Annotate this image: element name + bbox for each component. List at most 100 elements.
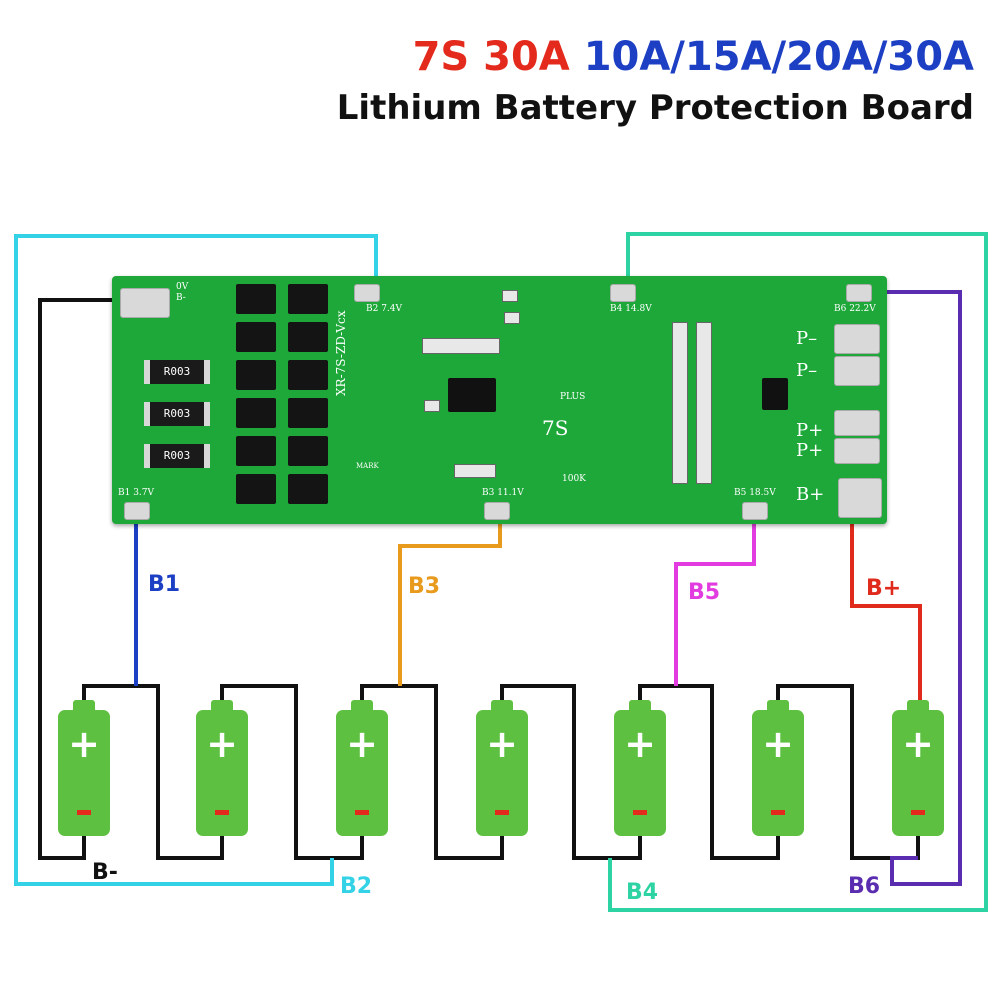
board-model-text: XR-7S-ZD-Vcx	[334, 310, 348, 397]
wire-b5	[674, 512, 756, 686]
pad-b-plus	[838, 478, 882, 518]
smd-component	[454, 464, 496, 478]
label-b2: B2	[340, 874, 373, 899]
battery-cell-4: +	[476, 700, 528, 836]
mosfet	[236, 398, 276, 428]
pad-label-b2: B2 7.4V	[366, 304, 403, 314]
pad-p-plus-1	[834, 410, 880, 436]
pad-label-b5: B5 18.5V	[734, 488, 776, 498]
smd-component	[672, 322, 688, 484]
out-label-b-plus: B+	[796, 484, 825, 505]
sense-resistor-1: R003	[144, 360, 210, 384]
mosfet	[288, 474, 328, 504]
wire-cell-link-2	[220, 684, 364, 860]
wire-cell-link-5	[638, 684, 780, 860]
minus-sign	[215, 810, 229, 815]
pad-p-plus-2	[834, 438, 880, 464]
battery-cell-3: +	[336, 700, 388, 836]
smd-component	[422, 338, 500, 354]
mosfet	[288, 322, 328, 352]
smd-component	[504, 312, 520, 324]
mosfet	[288, 360, 328, 390]
title-line-2: Lithium Battery Protection Board	[336, 88, 974, 128]
protection-board: 0V B- R003 R003 R003 B1 3.7V B2 7.4V XR-…	[112, 276, 887, 524]
mosfet	[236, 360, 276, 390]
res-100k-text: 100K	[562, 474, 586, 484]
pad-p-minus-1	[834, 324, 880, 354]
minus-sign	[495, 810, 509, 815]
wire-b6	[858, 290, 962, 886]
pad-b1	[124, 502, 150, 520]
title-blue-part: 10A/15A/20A/30A	[583, 34, 974, 80]
pad-b5	[742, 502, 768, 520]
plus-sign: +	[68, 722, 100, 766]
mosfet	[236, 436, 276, 466]
label-b1: B1	[148, 572, 181, 597]
plus-sign: +	[346, 722, 378, 766]
out-label-p-plus-1: P+	[796, 420, 824, 441]
plus-sign: +	[486, 722, 518, 766]
pad-b6	[846, 284, 872, 302]
battery-cell-5: +	[614, 700, 666, 836]
battery-cell-7: +	[892, 700, 944, 836]
pad-b3	[484, 502, 510, 520]
pad-label-b6: B6 22.2V	[834, 304, 876, 314]
pad-p-minus-2	[834, 356, 880, 386]
sense-resistor-2: R003	[144, 402, 210, 426]
pad-label-ov: 0V	[176, 282, 189, 292]
pad-b4	[610, 284, 636, 302]
pad-label-b1: B1 3.7V	[118, 488, 155, 498]
pad-b-minus	[120, 288, 170, 318]
wire-b-minus	[38, 298, 130, 860]
output-transistor	[762, 378, 788, 410]
wire-b4	[608, 232, 988, 912]
mosfet	[288, 436, 328, 466]
mosfet	[236, 474, 276, 504]
plus-sign: +	[902, 722, 934, 766]
label-b-plus: B+	[866, 576, 902, 601]
pad-label-b-minus: B-	[176, 293, 186, 303]
label-b6: B6	[848, 874, 881, 899]
title-line-1: 7S 30A 10A/15A/20A/30A	[413, 34, 974, 80]
label-b4: B4	[626, 880, 659, 905]
minus-sign	[77, 810, 91, 815]
out-label-p-plus-2: P+	[796, 440, 824, 461]
wire-b2	[14, 234, 378, 886]
smd-component	[696, 322, 712, 484]
mosfet	[288, 284, 328, 314]
plus-sign: +	[624, 722, 656, 766]
minus-sign	[633, 810, 647, 815]
minus-sign	[355, 810, 369, 815]
wire-cell-link-1	[82, 684, 224, 860]
battery-cell-6: +	[752, 700, 804, 836]
wire-b-plus	[850, 512, 922, 712]
sense-resistor-3: R003	[144, 444, 210, 468]
seven-s-text: 7S	[542, 416, 569, 440]
pad-label-b4: B4 14.8V	[610, 304, 652, 314]
mosfet	[236, 322, 276, 352]
plus-text: PLUS	[560, 392, 586, 402]
pad-label-b3: B3 11.1V	[482, 488, 524, 498]
minus-sign	[771, 810, 785, 815]
label-b3: B3	[408, 574, 441, 599]
label-b5: B5	[688, 580, 721, 605]
pad-b2	[354, 284, 380, 302]
title-red-part: 7S 30A	[412, 34, 570, 80]
minus-sign	[911, 810, 925, 815]
mosfet	[236, 284, 276, 314]
label-b-minus: B-	[92, 860, 118, 885]
battery-cell-1: +	[58, 700, 110, 836]
wire-cell-link-3	[360, 684, 504, 860]
controller-ic	[448, 378, 496, 412]
mark-text: MARK	[356, 462, 379, 470]
smd-component	[502, 290, 518, 302]
wire-b3	[398, 512, 502, 686]
mosfet	[288, 398, 328, 428]
battery-cell-2: +	[196, 700, 248, 836]
smd-component	[424, 400, 440, 412]
out-label-p-minus-2: P–	[796, 360, 818, 381]
wire-cell-link-6	[776, 684, 920, 860]
plus-sign: +	[762, 722, 794, 766]
plus-sign: +	[206, 722, 238, 766]
